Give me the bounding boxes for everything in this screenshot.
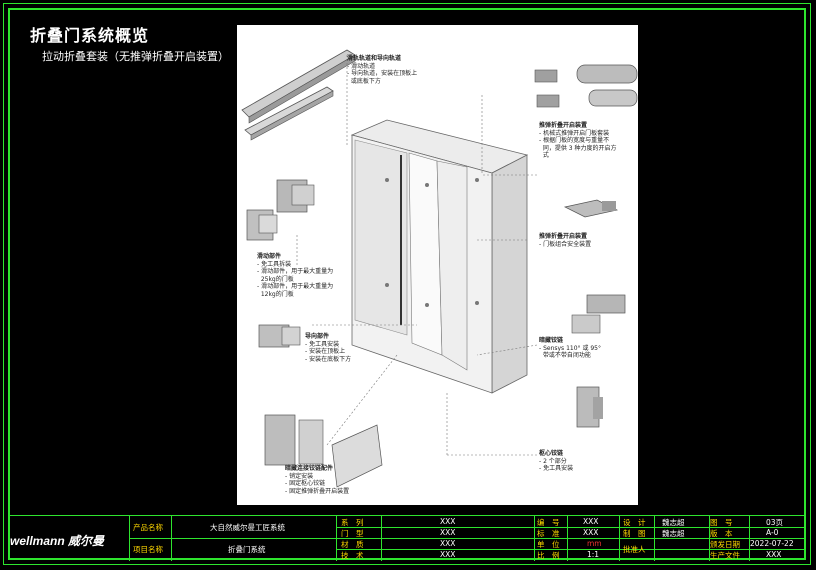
production-value: XXX [766,550,782,559]
standard-value: XXX [583,528,599,537]
scale-label: 比 例 [537,551,560,560]
callout-slide-head: 滑动部件 [257,253,282,260]
callout-hinge: 暗藏铰链 - Sensys 110° 或 95° 带或不带自闭功能 [539,337,601,360]
callout-rail-line-2: - 导向轨道，安装在顶板上 [347,70,418,77]
issue-label: 颁发日期 [710,540,740,549]
callout-hinge-line-1: - Sensys 110° 或 95° [539,344,601,352]
drawing-no-value: 03页 [766,518,784,527]
design-value: 魏志超 [662,518,685,527]
issue-value: 2022-07-22 [750,539,794,548]
product-name: 大自然威尔曼工匠系统 [210,523,285,532]
tech-value: XXX [440,550,456,559]
rail-illustration [241,49,356,141]
callout-slide-line-1: - 免工具拆装 [257,260,292,268]
stop-illustration [563,199,619,218]
callout-pushopen-head: 推弹折叠开启装置 [539,122,588,129]
callout-pivot: 枢心铰链 - 2 个部分 - 免工具安装 [539,450,573,473]
standard-label: 标 准 [537,529,560,538]
callout-stop-line-1: - 门板组合安全装置 [539,240,592,248]
callout-pivot-head: 枢心铰链 [539,450,564,457]
pivot-illustration [576,386,603,428]
callout-guide-line-2: - 安装在顶板上 [305,348,346,355]
callout-rail-line-3: 或底板下方 [347,77,381,85]
callout-guide-line-1: - 免工具安装 [305,340,340,348]
draw-label: 制 图 [623,529,646,538]
series-label: 系 列 [341,518,364,527]
slide-illustration [246,179,315,241]
callout-rail-head: 滑轨轨道和导向轨道 [347,55,402,62]
callout-fitting-head: 暗藏连接铰链配件 [285,465,334,472]
callout-fitting-line-3: - 固定推弹折叠开启装置 [285,487,350,495]
callout-pivot-line-2: - 免工具安装 [539,465,574,472]
material-value: XXX [440,539,456,548]
brand-logo: wellmann 威尔曼 [10,534,105,548]
callout-slide-line-4: - 滑动部件，用于最大重量为 [257,283,334,290]
hinge-illustration [571,294,626,334]
callout-rail-line-1: - 滑动轨道 [347,62,376,70]
callout-pushopen-line-3: 同，提供 3 种力度的开启方 [539,144,617,152]
drawing-frame-outer [3,3,811,565]
callout-guide-head: 导向部件 [305,333,330,340]
approve-label: 批准人 [623,545,646,554]
drawing-no-label: 图 号 [710,518,733,527]
callout-stop-head: 推弹折叠开启装置 [539,233,588,240]
callout-slide-line-2: - 滑动部件，用于最大重量为 [257,268,334,275]
version-value: A-0 [766,528,779,537]
tech-label: 技 术 [341,551,364,560]
drawing-frame-inner [8,8,806,560]
door-type-value: XXX [440,528,456,537]
diagram-sheet: 滑轨轨道和导向轨道 - 滑动轨道 - 导向轨道，安装在顶板上 或底板下方 推弹折… [237,25,638,505]
version-label: 版 本 [710,529,733,538]
callout-pivot-line-1: - 2 个部分 [539,457,567,465]
scale-value: 1:1 [587,550,600,559]
push-open-illustration [534,64,638,108]
callout-pushopen: 推弹折叠开启装置 - 机械式推弹开启门板套装 - 根据门板的宽度与重量不 同，提… [539,122,616,160]
callout-fitting-line-1: - 销定安装 [285,472,314,480]
series-value: XXX [440,517,456,526]
page-title: 折叠门系统概览 [30,26,150,45]
unit-label: 单 位 [537,540,560,549]
page-subtitle: 拉动折叠套装（无推弹折叠开启装置） [42,50,229,63]
callout-guide-line-3: - 安装在底板下方 [305,355,352,363]
callout-pushopen-line-2: - 根据门板的宽度与重量不 [539,137,610,144]
door-type-label: 门 型 [341,529,364,538]
title-block [9,515,806,561]
material-label: 材 质 [341,540,364,549]
callout-slide: 滑动部件 - 免工具拆装 - 滑动部件，用于最大重量为 25kg的门板 - 滑动… [257,253,333,298]
number-label: 编 号 [537,518,560,527]
callout-guide: 导向部件 - 免工具安装 - 安装在顶板上 - 安装在底板下方 [305,333,351,363]
unit-value: mm [587,539,602,548]
callout-hinge-line-2: 带或不带自闭功能 [539,352,591,359]
callout-slide-line-5: 12kg的门板 [257,290,294,298]
callout-pushopen-line-1: - 机械式推弹开启门板套装 [539,129,610,137]
callout-pushopen-line-4: 式 [539,152,549,159]
callout-fitting: 暗藏连接铰链配件 - 销定安装 - 固定枢心铰链 - 固定推弹折叠开启装置 [285,465,349,495]
callout-stop: 推弹折叠开启装置 - 门板组合安全装置 [539,233,591,248]
project-name: 折叠门系统 [228,545,266,554]
production-label: 生产文件 [710,551,740,560]
project-name-label: 项目名称 [133,545,163,554]
draw-value: 魏志超 [662,529,685,538]
leader-lines [296,55,538,456]
fitting-illustration [264,414,383,488]
number-value: XXX [583,517,599,526]
folding-door-diagram [241,49,638,488]
cabinet-illustration [350,119,529,394]
callout-slide-line-3: 25kg的门板 [257,275,294,283]
guide-illustration [258,324,301,348]
product-name-label: 产品名称 [133,523,163,532]
callout-rail: 滑轨轨道和导向轨道 - 滑动轨道 - 导向轨道，安装在顶板上 或底板下方 [347,55,417,85]
callout-hinge-head: 暗藏铰链 [539,337,564,344]
callout-fitting-line-2: - 固定枢心铰链 [285,480,326,487]
design-label: 设 计 [623,518,646,527]
